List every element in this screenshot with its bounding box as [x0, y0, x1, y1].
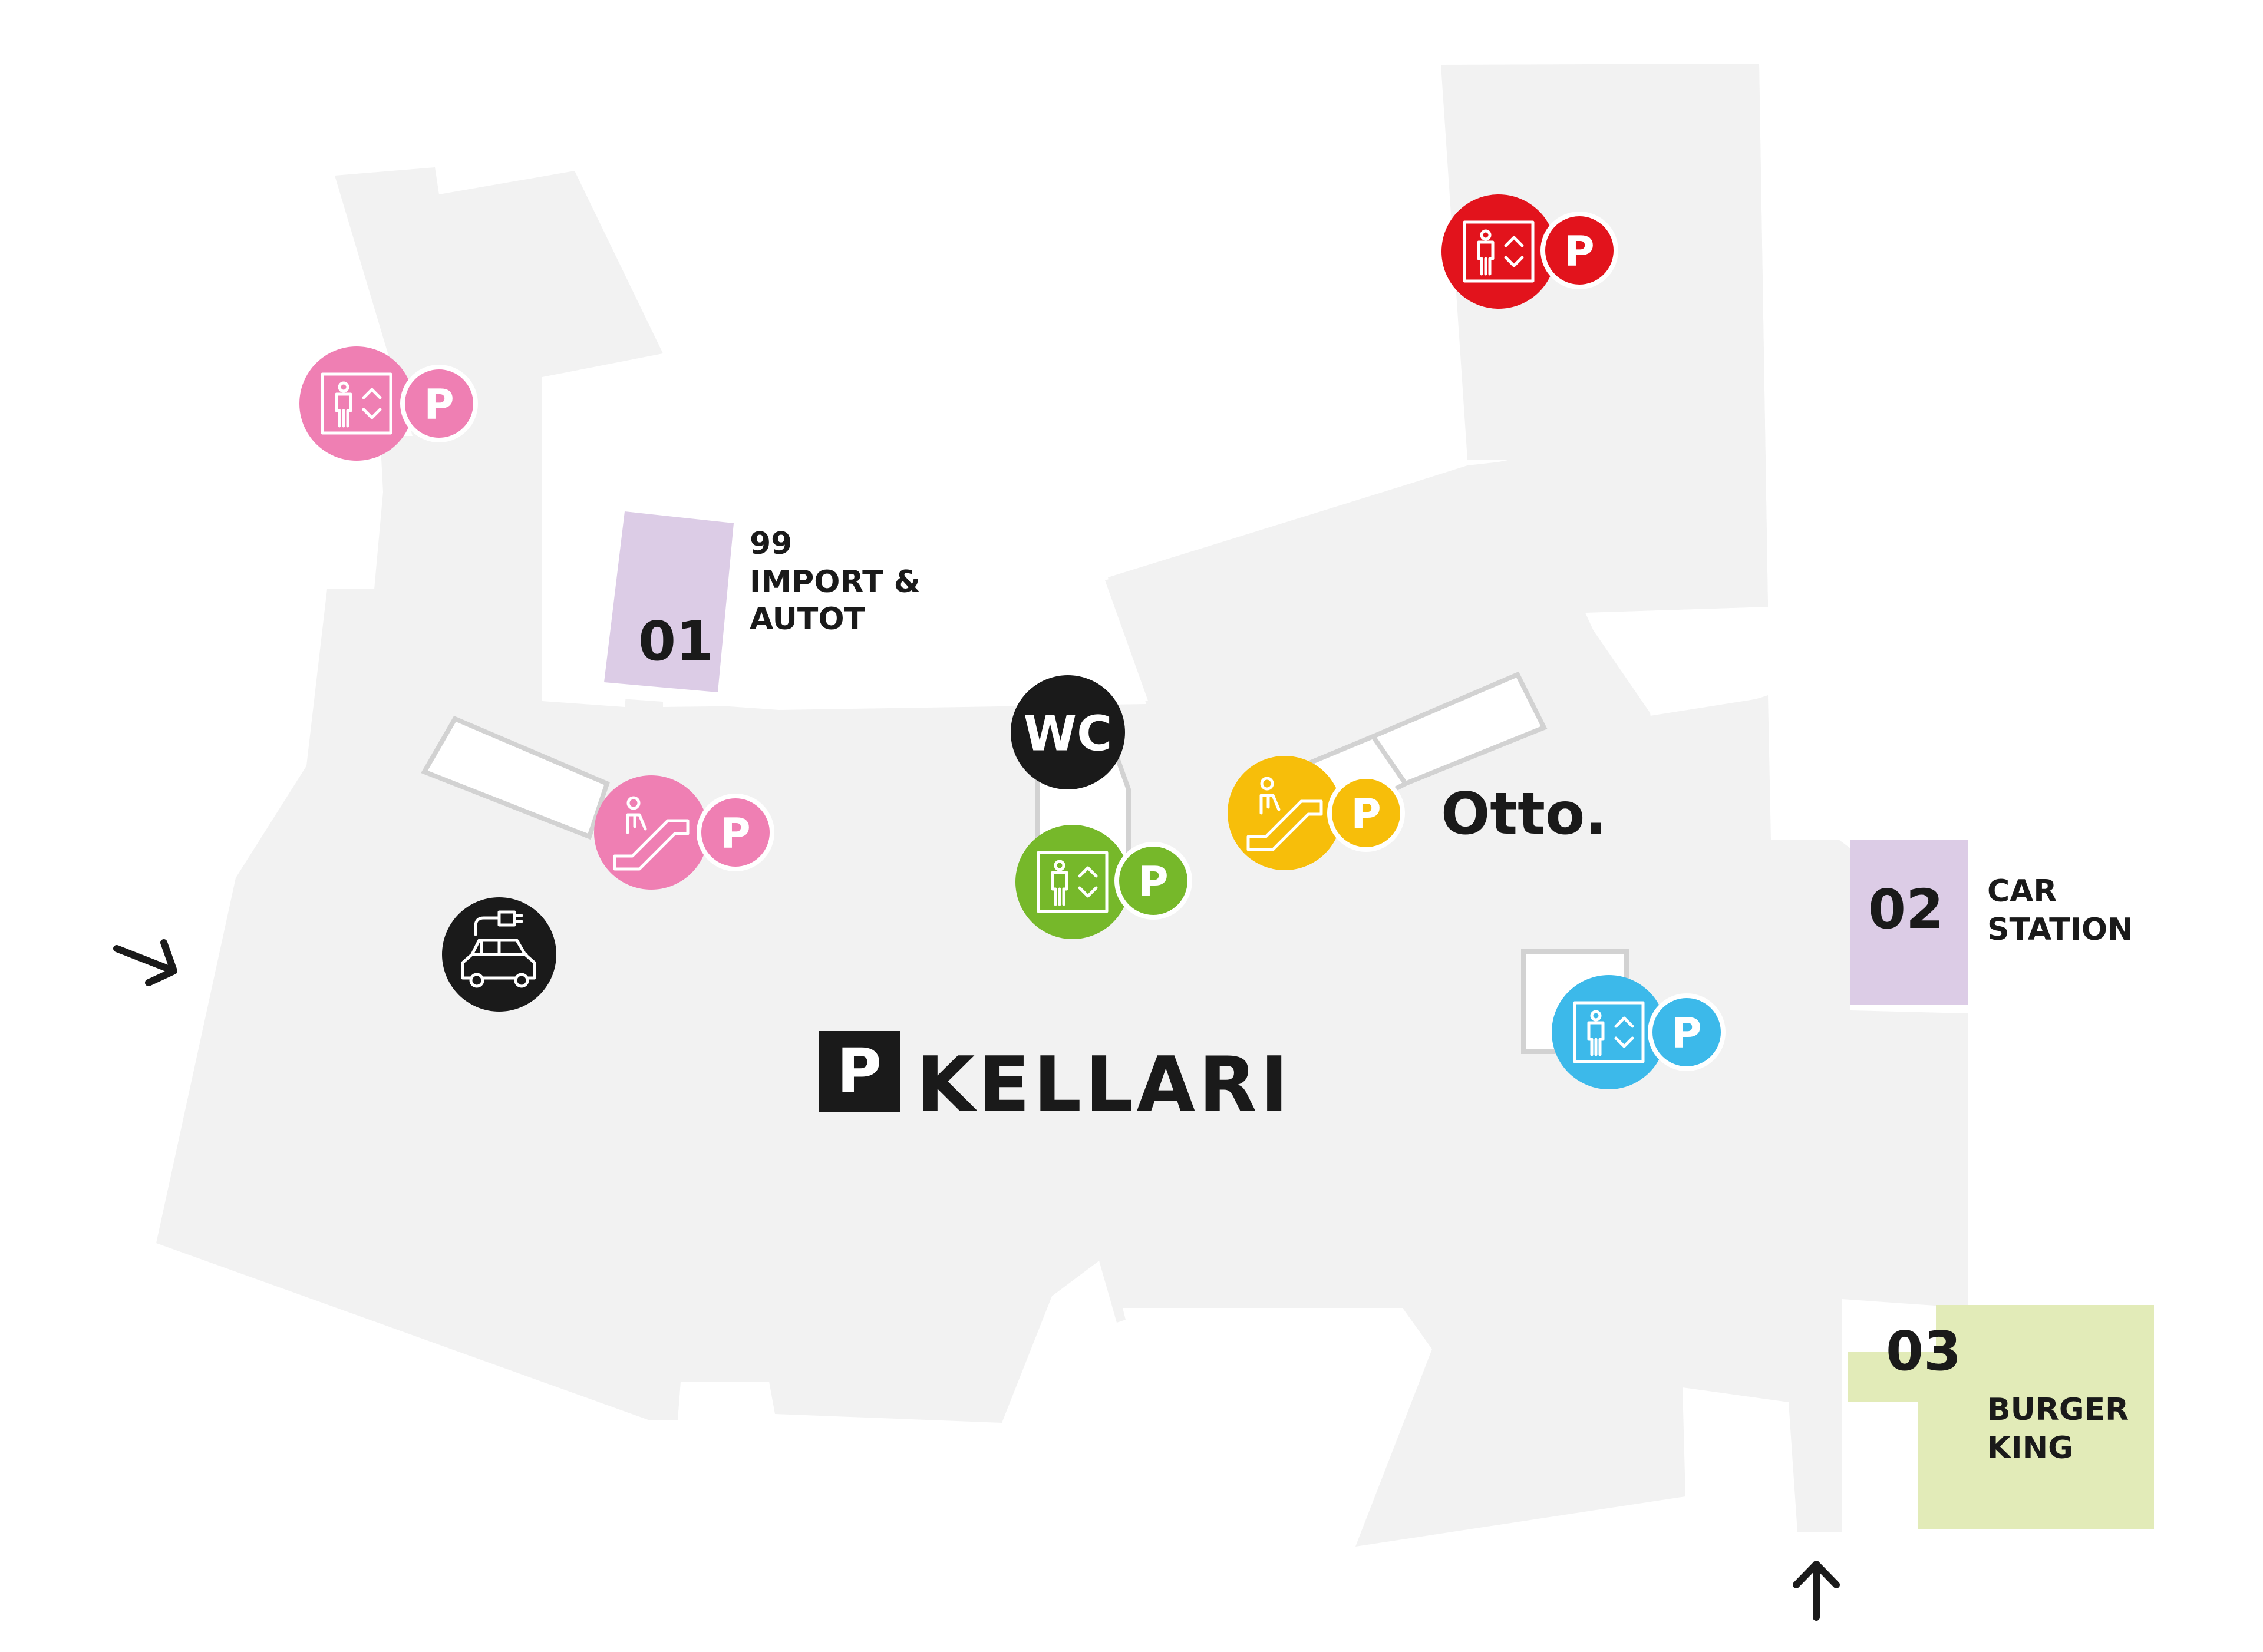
shop-01-number: 01: [638, 610, 714, 673]
escalator-shaft-east-b: [1369, 671, 1548, 787]
shop-01-name-line-3: AUTOT: [750, 602, 866, 637]
parking-marker: [1114, 842, 1192, 920]
elevator-red[interactable]: P: [1441, 194, 1618, 309]
entrance-arrow-west: [113, 939, 177, 986]
elevator-icon: [1463, 220, 1535, 283]
shop-02-area: [1850, 840, 1968, 1005]
shop-02[interactable]: 02 CAR STATION: [1850, 840, 2133, 1005]
parking-letter: P: [1564, 227, 1594, 276]
escalator-yellow[interactable]: P: [1228, 756, 1405, 870]
floor-name: KELLARI: [916, 1041, 1292, 1129]
shop-02-name-line-2: STATION: [1987, 912, 2133, 947]
elevator-blue[interactable]: P: [1552, 975, 1726, 1089]
centre-east-wing: [1105, 460, 1771, 842]
elevator-marker: [1441, 194, 1556, 309]
elevator-icon: [1573, 1001, 1645, 1063]
escalator-marker: [1228, 756, 1342, 870]
shop-01[interactable]: 01 99 IMPORT & AUTOT: [604, 511, 921, 692]
elevator-icon: [1037, 851, 1109, 913]
elevator-pink-nw[interactable]: P: [299, 346, 478, 461]
parking-letter: P: [1671, 1009, 1701, 1058]
shop-03-name-line-1: BURGER: [1987, 1392, 2129, 1428]
parking-letter: P: [424, 381, 454, 429]
elevator-green[interactable]: P: [1015, 825, 1192, 939]
parking-letter: P: [1351, 790, 1381, 838]
shop-03-name-line-2: KING: [1987, 1430, 2073, 1466]
parking-badge: [819, 1031, 900, 1112]
shop-02-name-line-1: CAR: [1987, 874, 2057, 909]
otto-atm-label[interactable]: Otto.: [1441, 781, 1607, 848]
shop-03-area: [1848, 1305, 2154, 1529]
escalator-shaft-west: [421, 715, 610, 840]
shop-02-number: 02: [1868, 878, 1944, 941]
escalator-pink[interactable]: P: [594, 775, 774, 890]
shop-01-name-line-2: IMPORT &: [750, 564, 921, 600]
escalator-icon: [1246, 777, 1323, 851]
shop-03[interactable]: 03 BURGER KING: [1848, 1305, 2154, 1529]
ev-charging-marker[interactable]: [442, 897, 556, 1012]
escalator-marker: [594, 775, 708, 890]
parking-letter: P: [1138, 858, 1168, 906]
elevator-icon: [321, 372, 392, 435]
escalator-icon: [613, 796, 690, 871]
parking-marker: [1327, 774, 1405, 852]
ev-charging-icon: [461, 910, 536, 988]
parking-marker: [1648, 993, 1726, 1071]
wc-label: WC: [1024, 706, 1113, 762]
courtyard-notch: [663, 65, 1532, 707]
floor-title: P KELLARI: [819, 1031, 1292, 1129]
shop-01-name-line-1: 99: [750, 526, 792, 561]
parking-marker: [697, 794, 774, 871]
shop-03-number: 03: [1886, 1320, 1961, 1383]
elevator-marker: [1015, 825, 1130, 939]
elevator-marker: [299, 346, 414, 461]
parking-badge-letter: P: [837, 1035, 882, 1107]
parking-letter: P: [720, 810, 750, 858]
parking-marker: [400, 365, 478, 442]
wc-circle: [1011, 675, 1125, 789]
wc-marker[interactable]: WC: [1011, 675, 1125, 789]
entrance-arrow-south: [1793, 1561, 1840, 1621]
shop-01-area: [604, 511, 734, 692]
parking-marker: [1540, 212, 1618, 289]
